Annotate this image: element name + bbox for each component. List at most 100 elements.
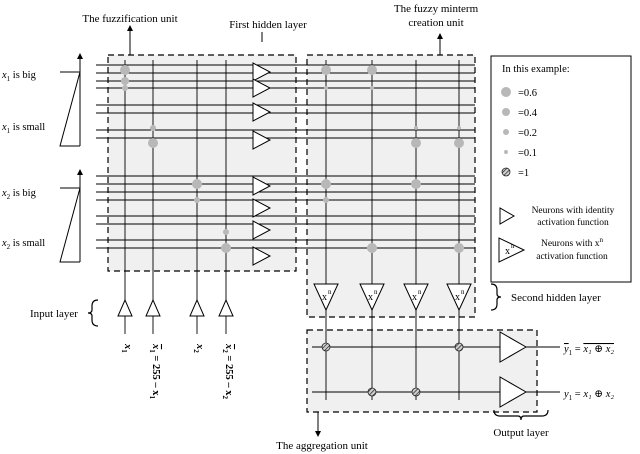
weight-dot [457,126,461,130]
identity-neuron [252,198,272,218]
power-neuron-shape [403,283,429,312]
weight-dot [454,138,464,148]
legend-value: =0.4 [518,108,538,119]
membership-label: x1 is big [1,70,37,83]
power-neuron-label: x [368,292,373,303]
output-layer-label: Output layer [493,427,549,439]
weight-dot-hatched [367,387,377,397]
weight-dot-hatched [411,387,421,397]
input-label: x2 [192,343,205,353]
input-neuron [117,298,133,317]
weight-dot [194,197,200,203]
weight-dot [223,229,229,235]
legend-value: =0.6 [518,88,537,99]
input-label: x1 [120,343,133,353]
power-neuron-label: x [455,292,460,303]
input-layer-brace [87,299,99,327]
weight-dot [367,243,377,253]
fuzzification-unit-label: The fuzzification unit [82,13,177,25]
legend-marker-dot-large [501,87,511,97]
power-neuron-label: x [412,292,417,303]
input-labels: x1 x1 = 255 – x1 x2 x2 = 255 – x2 [120,343,234,399]
membership-label: x1 is small [1,122,45,135]
weight-dot [221,243,231,253]
power-neuron-shape [359,283,385,312]
weight-dot-hatched [454,342,464,352]
minterm-unit-label-line1: The fuzzy minterm [394,3,479,15]
power-neuron-shape [446,283,472,312]
weight-dot [323,197,329,203]
legend-marker-dot-medium [502,108,510,116]
identity-neuron [252,220,272,240]
output-labels: y1 = x₁ ⊕ x₂ y1 = x₁ ⊕ x₂ [563,344,614,402]
input-layer-label: Input layer [30,308,78,320]
input-neuron [145,298,161,317]
input-label: x1 = 255 – x1 [148,343,161,399]
power-neuron-label: x [322,292,327,303]
minterm-creation-unit-box [306,54,476,318]
weight-dot [321,179,331,189]
input-label: x2 = 255 – x2 [221,343,234,399]
power-neuron-sup: n [461,288,465,296]
identity-neuron [252,102,272,122]
membership-label: x2 is small [1,238,45,251]
legend-marker-dot-tiny [504,150,508,154]
weight-dot [411,138,421,148]
connection-wires [96,60,560,400]
power-neuron-sup: n [328,288,332,296]
output-label: y1 = x₁ ⊕ x₂ [563,344,614,357]
legend-value: =0.1 [518,148,537,159]
legend-identity-neuron: Neurons with identity activation functio… [499,206,615,228]
weight-dot [148,138,158,148]
second-hidden-layer-brace [490,283,502,311]
identity-neuron [252,62,272,82]
identity-neuron [252,246,272,266]
membership-labels: x1 is big x1 is small x2 is big x2 is small [1,70,45,251]
weight-dot [321,65,331,75]
legend-power-neuron: x n Neurons with xn activation function [498,236,608,263]
membership-functions-x1 [59,53,83,147]
identity-neuron-line2: activation function [537,217,609,228]
weight-dot [192,179,202,189]
output-label: y1 = x₁ ⊕ x₂ [563,389,614,402]
power-neuron-line1: Neurons with xn [541,236,604,249]
first-hidden-layer-label: First hidden layer [229,19,307,31]
identity-neuron-line1: Neurons with identity [532,206,615,216]
power-neuron-sup: n [374,288,378,296]
power-neuron-sup: n [418,288,422,296]
weight-dot [454,243,464,253]
legend-value: =1 [518,168,529,179]
power-neuron-icon [498,237,526,263]
legend-box [490,55,632,283]
legend-title: In this example: [502,64,570,75]
legend-marker-dot-small [503,129,509,135]
weight-dot [370,86,374,90]
weight-dot [120,65,130,75]
legend-items: =0.6 =0.4 =0.2 =0.1 =1 [501,87,538,179]
minterm-unit-label-line2: creation unit [408,17,463,29]
power-neuron-glyph: x [505,246,510,257]
identity-neuron [252,78,272,98]
weight-dot [121,77,129,85]
identity-neuron [252,176,272,196]
legend-marker-hatched [501,167,511,177]
identity-neuron [252,130,272,150]
membership-functions-x2 [59,169,83,263]
membership-label: x2 is big [1,188,37,201]
legend-value: =0.2 [518,128,537,139]
weight-dot [411,179,421,189]
weight-dot [122,85,128,91]
weight-dot [324,86,328,90]
weight-dot [150,125,156,131]
aggregation-unit-label: The aggregation unit [276,440,368,452]
second-hidden-layer-label: Second hidden layer [511,292,601,304]
power-neuron-shape [313,283,339,312]
weight-dot-hatched [321,342,331,352]
power-neuron-line2: activation function [536,251,608,262]
